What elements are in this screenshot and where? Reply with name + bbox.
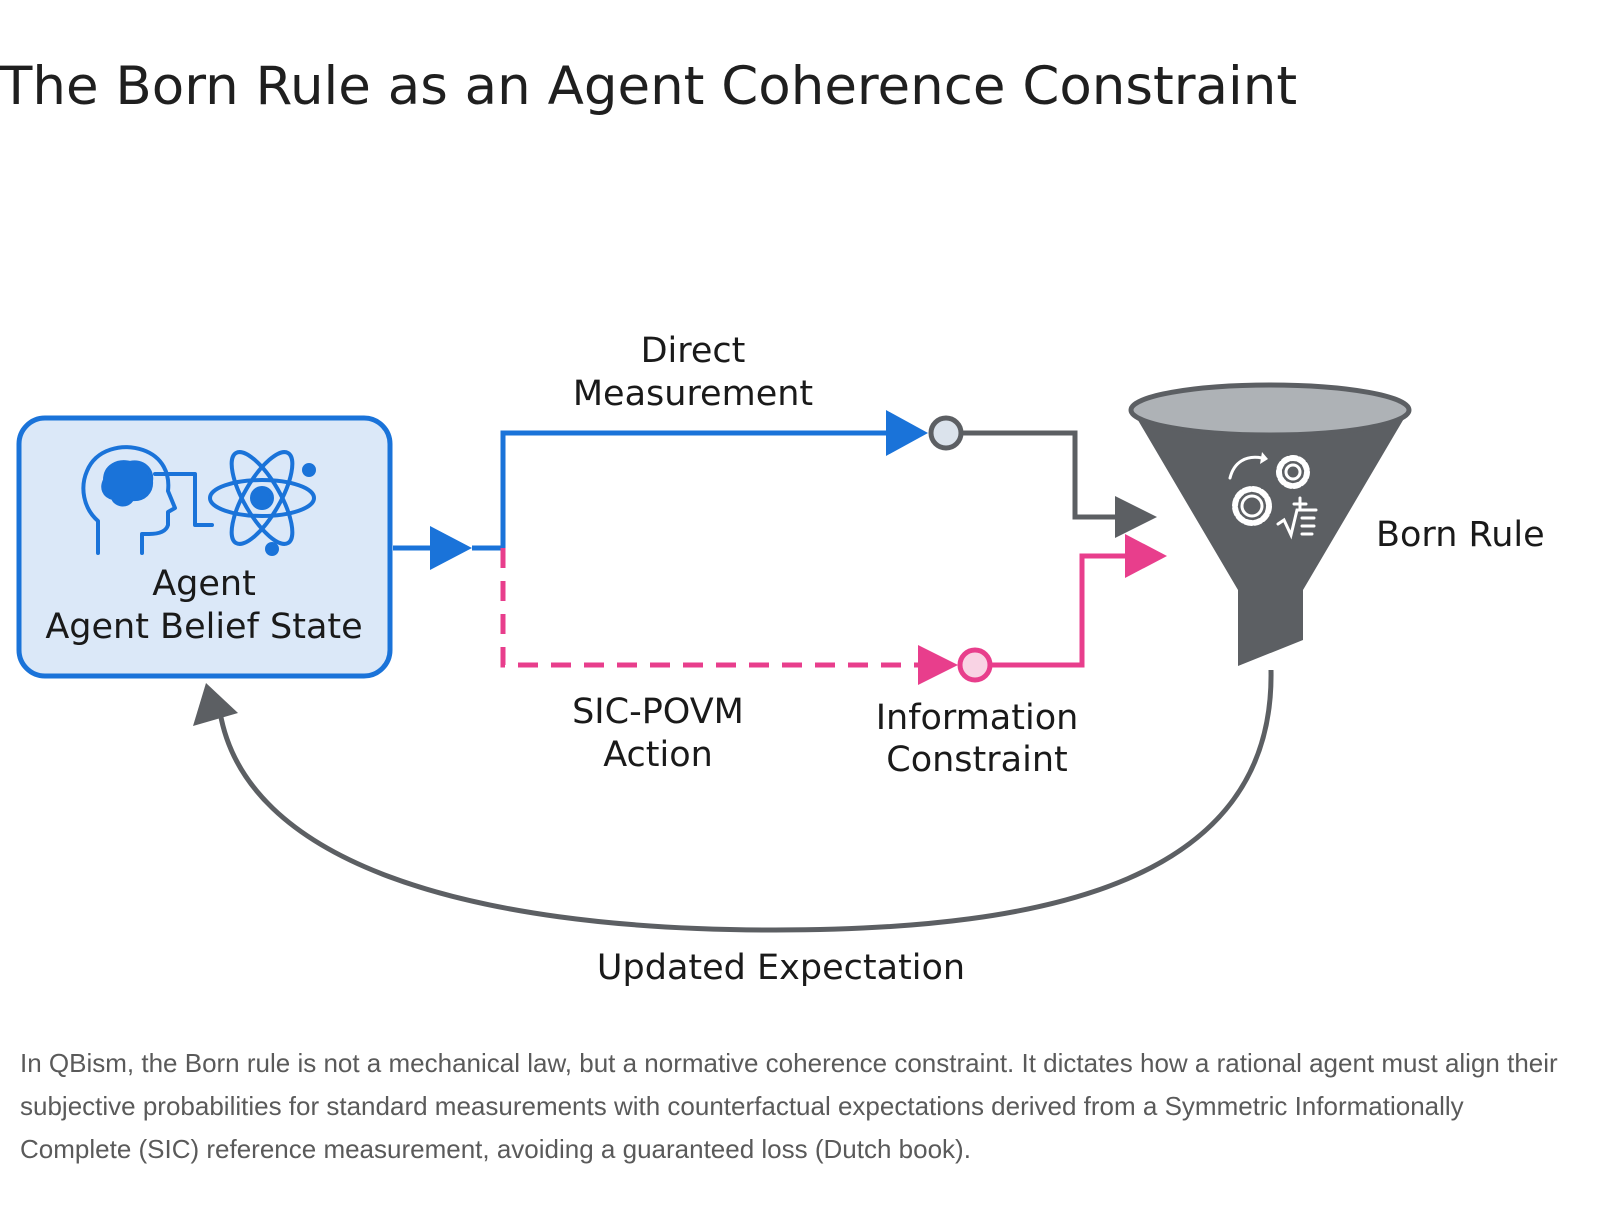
funnel-icon: [1128, 382, 1412, 666]
agent-belief-state-label: Agent Belief State: [45, 607, 362, 647]
atom-icon: [208, 450, 316, 556]
feedback-arrow: [193, 669, 1274, 933]
sic-povm-path: [500, 534, 1167, 685]
constraint-label: Constraint: [886, 740, 1067, 780]
direct-label: Direct: [641, 331, 746, 371]
born-rule-diagram: Agent Agent Belief State Direct Measurem…: [16, 331, 1545, 988]
gears-math-icon: [1228, 452, 1318, 540]
sic-povm-label: SIC-POVM: [572, 692, 744, 732]
born-rule-label: Born Rule: [1376, 515, 1545, 555]
measurement-label: Measurement: [573, 374, 813, 414]
page-title: The Born Rule as an Agent Coherence Cons…: [0, 56, 1298, 117]
agent-label: Agent: [152, 564, 256, 604]
updated-expectation-label: Updated Expectation: [597, 948, 965, 988]
direct-measurement-path: [500, 410, 1157, 548]
head-brain-icon: [81, 445, 214, 555]
belief-output-arrow: [393, 526, 503, 570]
action-label: Action: [603, 735, 713, 775]
caption-text: In QBism, the Born rule is not a mechani…: [20, 1048, 1558, 1164]
information-label: Information: [876, 698, 1079, 738]
